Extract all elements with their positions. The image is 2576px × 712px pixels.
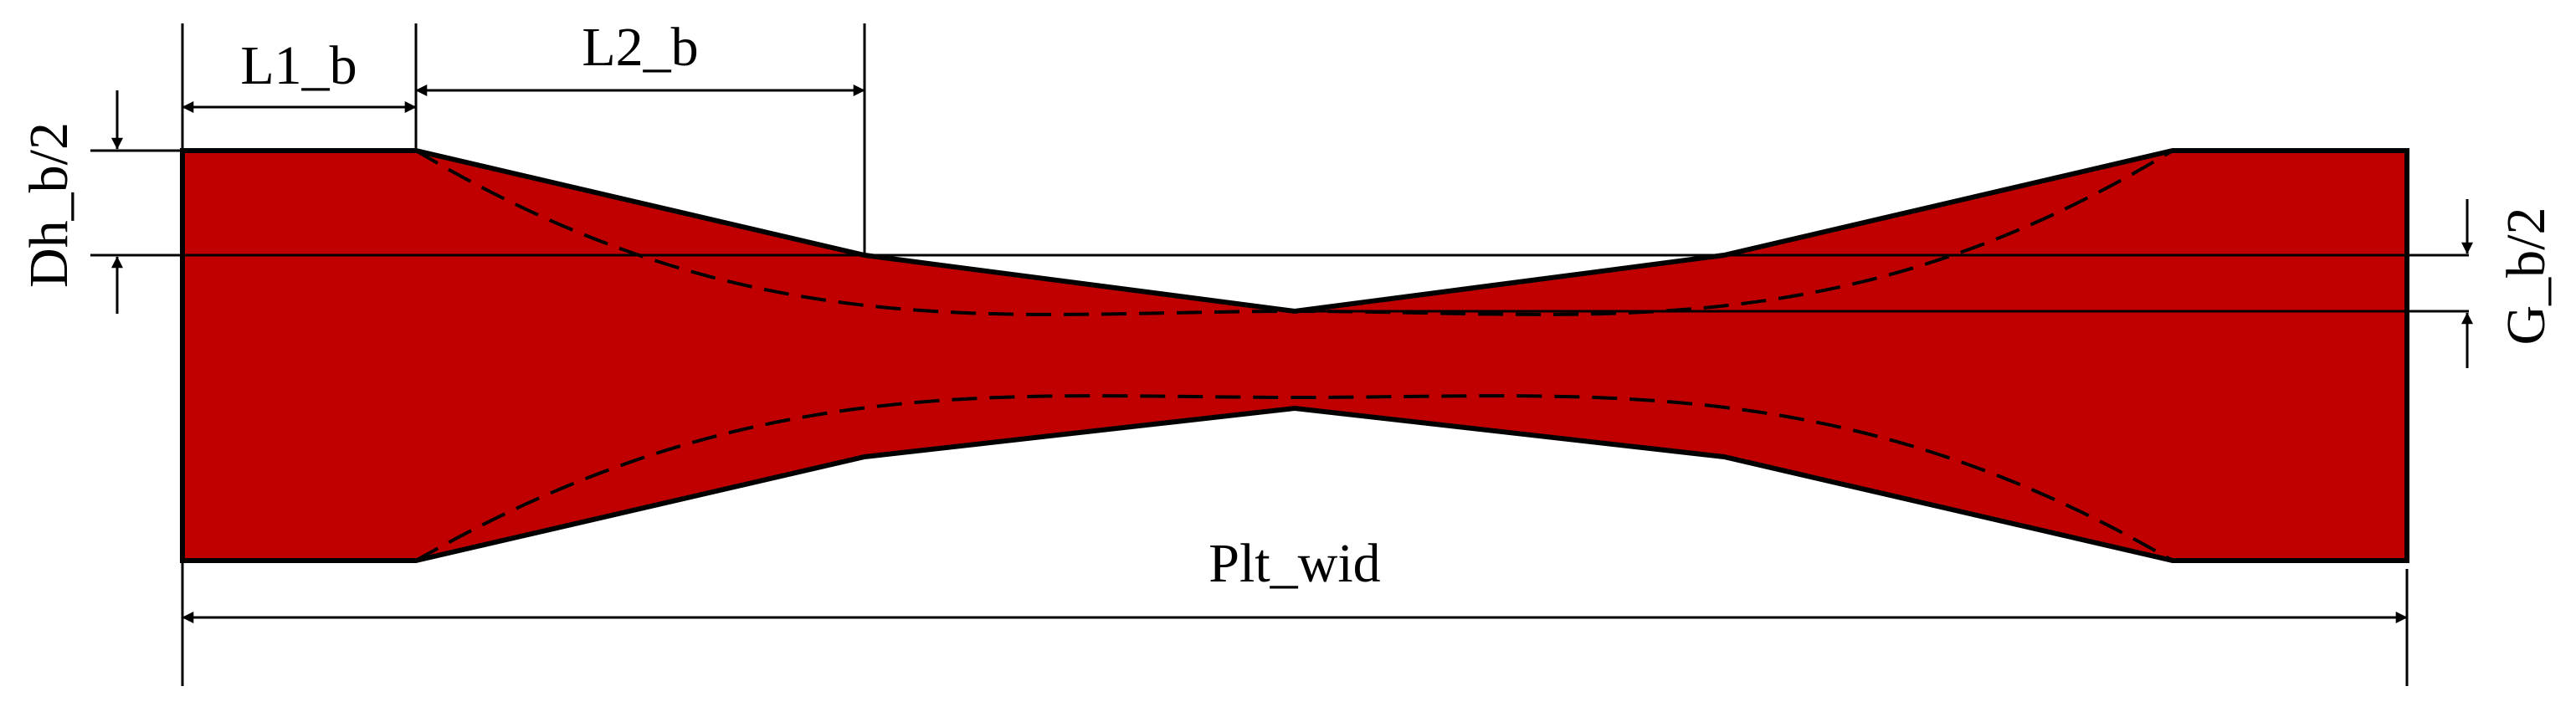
- dh-label: Dh_b/2: [18, 122, 80, 288]
- l1-label: L1_b: [240, 35, 357, 96]
- dashed-curve-bottom: [415, 394, 2174, 562]
- plate-body: [180, 148, 2409, 563]
- plt-wid-label: Plt_wid: [1208, 533, 1380, 594]
- g-label: G_b/2: [2496, 207, 2557, 346]
- l2-label: L2_b: [582, 17, 698, 78]
